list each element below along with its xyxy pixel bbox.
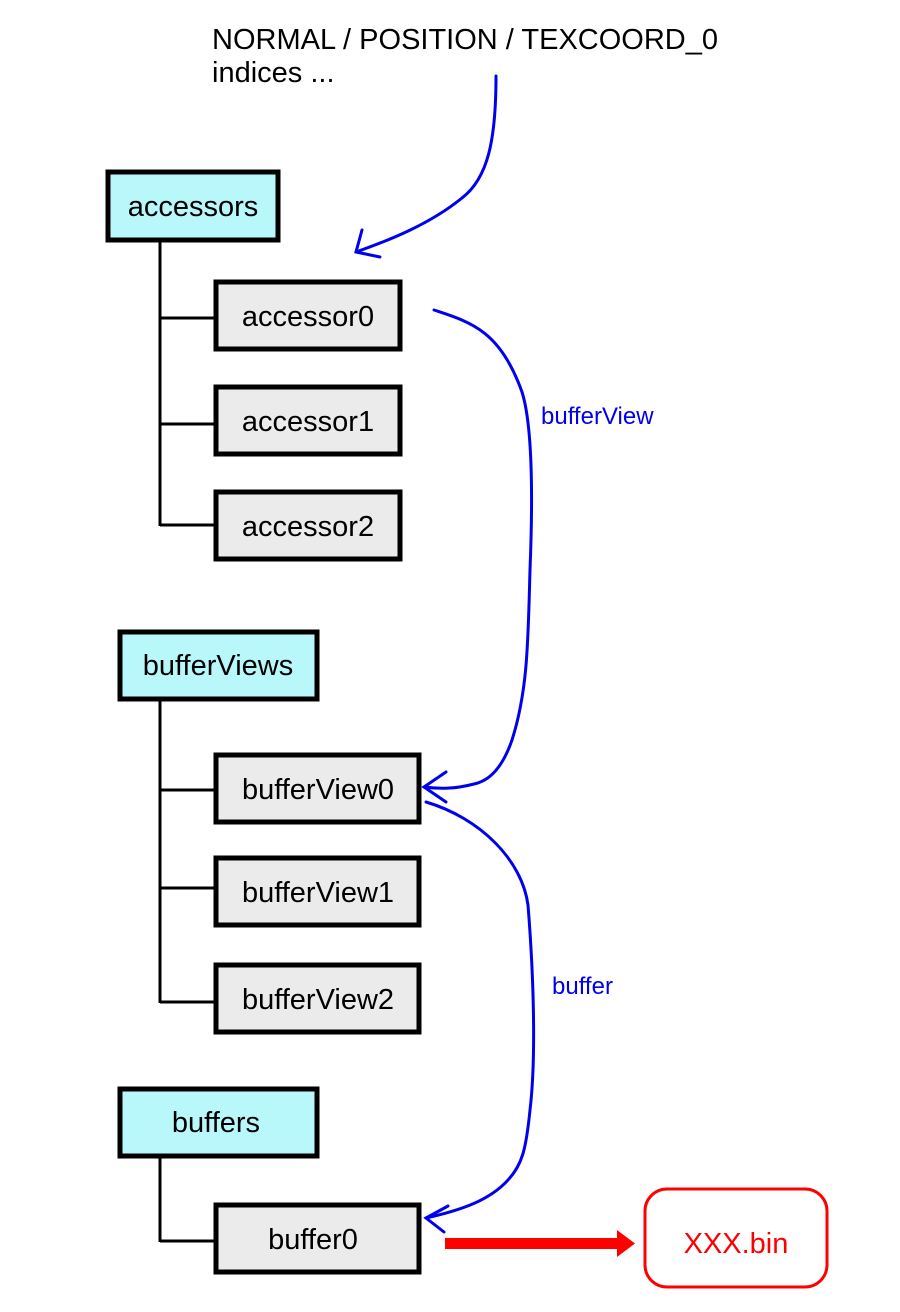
buffers-node: buffers: [117, 1086, 320, 1159]
bufferview2-label: bufferView2: [242, 984, 394, 1016]
buffers-label: buffers: [172, 1107, 260, 1139]
header-line-2: indices ...: [212, 57, 335, 89]
buffer-edge-label: buffer: [552, 973, 613, 1000]
bufferview1-label: bufferView1: [242, 877, 394, 909]
bin-file-node: XXX.bin: [643, 1187, 829, 1289]
accessor1-label: accessor1: [242, 406, 374, 438]
accessor0-node: accessor0: [213, 279, 403, 352]
bufferviews-tree-lines: [158, 698, 216, 1004]
accessor1-node: accessor1: [213, 384, 403, 457]
bufferview1-node: bufferView1: [213, 855, 422, 928]
accessor2-label: accessor2: [242, 511, 374, 543]
bufferview0-node: bufferView0: [213, 752, 422, 825]
accessor0-label: accessor0: [242, 301, 374, 333]
bufferview0-label: bufferView0: [242, 774, 394, 806]
buffers-tree-lines: [158, 1155, 216, 1243]
accessors-node: accessors: [105, 169, 281, 243]
bin-file-label: XXX.bin: [684, 1228, 789, 1260]
accessors-label: accessors: [128, 191, 259, 223]
bufferviews-label: bufferViews: [143, 650, 293, 682]
bufferviews-node: bufferViews: [117, 629, 320, 702]
bufferview2-node: bufferView2: [213, 962, 422, 1035]
accessor2-node: accessor2: [213, 489, 403, 562]
buffer0-node: buffer0: [213, 1202, 422, 1275]
accessors-tree-lines: [158, 240, 216, 527]
accessor-to-bufferview-arrow: [421, 308, 534, 804]
buffer-to-file-arrow: [445, 1230, 635, 1257]
header-to-accessor-arrow: [354, 74, 498, 259]
bufferview-to-buffer-arrow: [423, 800, 536, 1234]
buffer0-label: buffer0: [268, 1224, 358, 1256]
header-line-1: NORMAL / POSITION / TEXCOORD_0: [212, 24, 718, 56]
bufferview-edge-label: bufferView: [541, 403, 654, 430]
